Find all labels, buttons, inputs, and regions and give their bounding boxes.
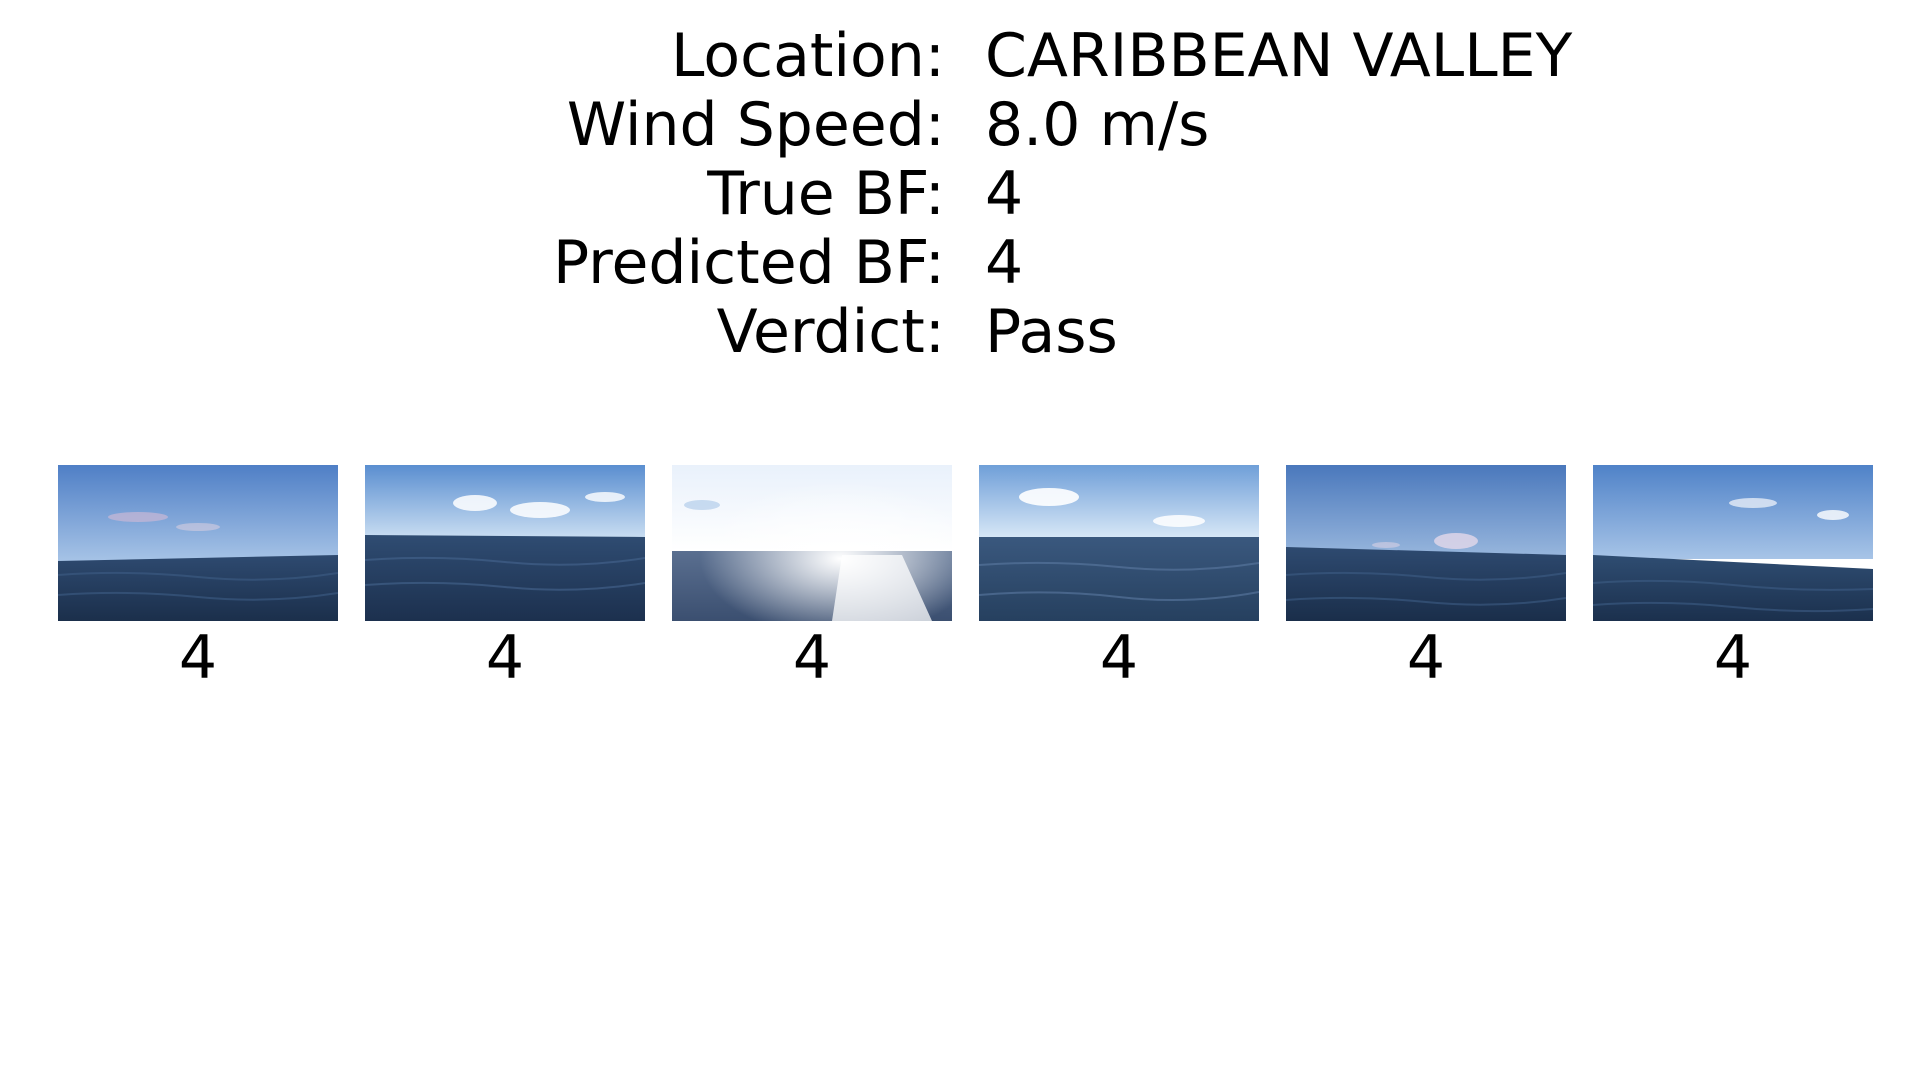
sea-horizon-sun-glare-photo-icon <box>672 465 952 621</box>
info-row-location: Location: CARIBBEAN VALLEY <box>0 22 1920 91</box>
thumbnail-caption: 4 <box>1406 623 1446 693</box>
thumbnail-2: 4 <box>365 465 645 693</box>
info-row-true-bf: True BF: 4 <box>0 160 1920 229</box>
sea-horizon-photo-icon <box>365 465 645 621</box>
wind-speed-label: Wind Speed: <box>566 90 945 160</box>
thumbnail-caption: 4 <box>1099 623 1139 693</box>
info-row-verdict: Verdict: Pass <box>0 298 1920 367</box>
thumbnail-5: 4 <box>1286 465 1566 693</box>
thumbnail-3: 4 <box>672 465 952 693</box>
sea-horizon-photo-icon <box>1286 465 1566 621</box>
location-label: Location: <box>671 21 945 91</box>
thumbnail-caption: 4 <box>1713 623 1753 693</box>
info-table: Location: CARIBBEAN VALLEY Wind Speed: 8… <box>0 22 1920 367</box>
thumbnail-1: 4 <box>58 465 338 693</box>
verdict-label: Verdict: <box>716 297 945 367</box>
info-row-predicted-bf: Predicted BF: 4 <box>0 229 1920 298</box>
sea-horizon-photo-icon <box>58 465 338 621</box>
location-value: CARIBBEAN VALLEY <box>985 21 1573 91</box>
thumbnail-6: 4 <box>1593 465 1873 693</box>
info-row-wind-speed: Wind Speed: 8.0 m/s <box>0 91 1920 160</box>
thumbnail-strip: 4 <box>0 465 1920 695</box>
predicted-bf-label: Predicted BF: <box>553 228 945 298</box>
sea-horizon-photo-icon <box>1593 465 1873 621</box>
thumbnail-caption: 4 <box>485 623 525 693</box>
wind-speed-value: 8.0 m/s <box>985 90 1210 160</box>
predicted-bf-value: 4 <box>985 228 1024 298</box>
true-bf-label: True BF: <box>707 159 945 229</box>
verdict-value: Pass <box>985 297 1118 367</box>
sea-horizon-photo-icon <box>979 465 1259 621</box>
thumbnail-caption: 4 <box>178 623 218 693</box>
thumbnail-4: 4 <box>979 465 1259 693</box>
true-bf-value: 4 <box>985 159 1024 229</box>
thumbnail-caption: 4 <box>792 623 832 693</box>
